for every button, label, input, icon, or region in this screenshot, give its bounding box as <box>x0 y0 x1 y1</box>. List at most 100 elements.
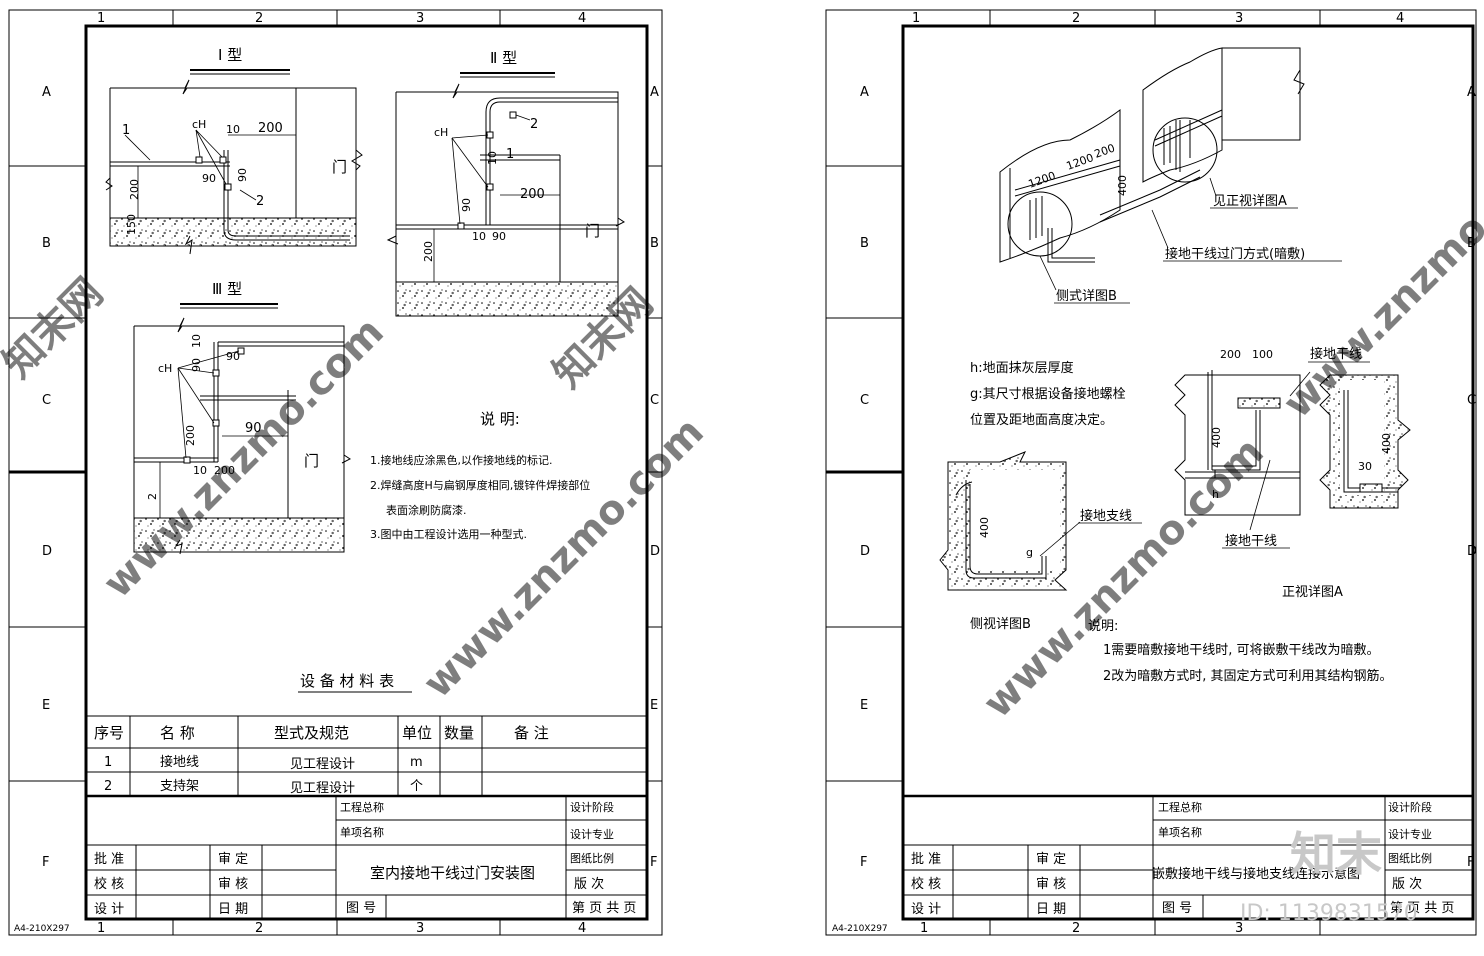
grid-row-label: C <box>650 393 659 408</box>
grid-col-label: 4 <box>578 11 586 26</box>
grid-col-label: 2 <box>1072 11 1080 26</box>
door-label: 门 <box>304 452 319 470</box>
callout-side-b: 侧式详图B <box>1056 289 1117 304</box>
grid-row-label: D <box>650 544 660 559</box>
grid-col-label: 2 <box>255 921 263 936</box>
sheet-size-label: A4-210X297 <box>14 924 70 934</box>
grid-row-label: B <box>650 236 659 251</box>
grid-row-label: B <box>42 236 51 251</box>
table-cell: m <box>410 755 423 770</box>
dim-label: 90 <box>236 168 249 182</box>
tb-version: 版 次 <box>1392 876 1422 892</box>
type3-detail: Ⅲ 型 cH 10 90 90 200 90 10 <box>133 280 351 555</box>
legend-g1: g:其尺寸根据设备接地螺栓 <box>970 386 1126 402</box>
table-header: 单位 <box>402 724 432 742</box>
left-grid-ticks <box>9 10 662 935</box>
tb-scale: 图纸比例 <box>570 851 614 865</box>
label-ch: cH <box>434 126 448 139</box>
type3-title: Ⅲ 型 <box>212 280 242 298</box>
grid-row-label: A <box>42 85 51 100</box>
dim-label: g <box>1026 546 1033 559</box>
grid-col-label: 3 <box>1235 11 1243 26</box>
tb-date: 日 期 <box>218 902 248 917</box>
grid-col-label: 3 <box>416 11 424 26</box>
tb-design: 设 计 <box>911 902 941 917</box>
dim-label: 10 <box>472 230 486 243</box>
note-line: 表面涂刷防腐漆. <box>386 503 467 517</box>
dim-label: 90 <box>492 230 506 243</box>
table-cell: 个 <box>410 779 423 794</box>
grid-col-label: 1 <box>912 11 920 26</box>
tb-page: 第 页 共 页 <box>572 901 636 916</box>
tb-design-major: 设计专业 <box>1388 827 1432 841</box>
table-cell: 2 <box>104 779 112 794</box>
callout-2: 2 <box>256 194 264 209</box>
grid-col-label: 2 <box>1072 921 1080 936</box>
callout-front-a: 见正视详图A <box>1213 194 1287 209</box>
notes-title: 说 明: <box>480 410 520 428</box>
grid-row-label: F <box>860 855 867 870</box>
watermark-text: 知末网 <box>0 270 112 387</box>
tb-date: 日 期 <box>1036 902 1066 917</box>
tb-project-total: 工程总称 <box>340 800 384 814</box>
table-header: 数量 <box>444 724 474 742</box>
tb-review: 审 核 <box>218 877 248 892</box>
tb-check: 校 核 <box>94 876 124 892</box>
dim-label: 90 <box>460 198 473 212</box>
dim-label: 90 <box>190 358 203 372</box>
grid-col-label: 3 <box>416 921 424 936</box>
front-view-title: 正视详图A <box>1282 585 1343 600</box>
grid-row-label: E <box>42 698 50 713</box>
note-line: 1需要暗敷接地干线时, 可将嵌敷干线改为暗敷。 <box>1103 642 1380 658</box>
label-ch: cH <box>158 362 172 375</box>
tb-page: 第 页 共 页 <box>1390 901 1454 916</box>
tb-approve: 批 准 <box>94 852 124 867</box>
tb-item-name: 单项名称 <box>340 825 384 839</box>
grid-col-label: 1 <box>97 11 105 26</box>
grid-row-label: F <box>42 855 49 870</box>
right-grid-ticks <box>826 10 1321 935</box>
left-grid-labels: 1 2 3 4 1 2 3 4 A B C D E F A B C D E F <box>42 11 660 936</box>
right-title-block: 工程总称 单项名称 嵌敷接地干线与接地支线连接示意图 设计阶段 设计专业 图纸比… <box>903 794 1473 919</box>
dim-label: h <box>1212 488 1219 501</box>
tb-project-total: 工程总称 <box>1158 800 1202 814</box>
dim-label: 100 <box>1252 348 1273 361</box>
table-title: 设 备 材 料 表 <box>300 672 394 690</box>
table-header: 备 注 <box>514 724 549 742</box>
dim-label: 90 <box>226 350 240 363</box>
table-cell: 1 <box>104 755 112 770</box>
grid-row-label: D <box>42 544 52 559</box>
grid-row-label: E <box>860 698 868 713</box>
grid-row-label: C <box>1467 393 1476 408</box>
type1-detail: Ⅰ 型 cH 10 200 90 90 200 1 <box>105 46 363 255</box>
isometric-view: 1200 1200 200 400 见正视详图A 接地干线过门方式(暗敷) 侧式… <box>999 47 1342 304</box>
grid-col-label: 1 <box>97 921 105 936</box>
dim-label: 90 <box>245 421 262 436</box>
legend-g2: 位置及距地面高度决定。 <box>970 412 1113 428</box>
side-view-title: 侧视详图B <box>970 617 1031 632</box>
right-notes: 说明: 1需要暗敷接地干线时, 可将嵌敷干线改为暗敷。 2改为暗敷方式时, 其固… <box>1088 619 1393 684</box>
grid-row-label: D <box>1467 544 1477 559</box>
callout-main: 接地干线过门方式(暗敷) <box>1165 246 1305 262</box>
label-trunk-bottom: 接地干线 <box>1225 533 1277 549</box>
grid-row-label: A <box>1467 85 1476 100</box>
grid-col-label: 4 <box>1396 11 1404 26</box>
tb-audit: 审 定 <box>1036 852 1066 867</box>
left-title-block: 工程总称 单项名称 室内接地干线过门安装图 设计阶段 设计专业 图纸比例 版 次… <box>86 794 647 919</box>
tb-drawing-no: 图 号 <box>1162 901 1192 916</box>
right-grid-labels: 1 2 3 4 1 2 3 A B C D E F A B C D F <box>860 11 1477 936</box>
tb-design-stage: 设计阶段 <box>1388 800 1432 814</box>
tb-scale: 图纸比例 <box>1388 851 1432 865</box>
tb-design: 设 计 <box>94 902 124 917</box>
notes-title: 说明: <box>1088 619 1118 634</box>
note-line: 1.接地线应涂黑色,以作接地线的标记. <box>370 453 553 467</box>
tb-design-major: 设计专业 <box>570 827 614 841</box>
table-cell: 支持架 <box>160 779 199 794</box>
type2-title: Ⅱ 型 <box>490 49 517 67</box>
grid-col-label: 2 <box>255 11 263 26</box>
grid-row-label: C <box>42 393 51 408</box>
dim-label: 200 <box>1220 348 1241 361</box>
dim-label: 400 <box>1116 175 1129 196</box>
side-detail-b: 400 g 接地支线 侧视详图B <box>939 451 1142 632</box>
